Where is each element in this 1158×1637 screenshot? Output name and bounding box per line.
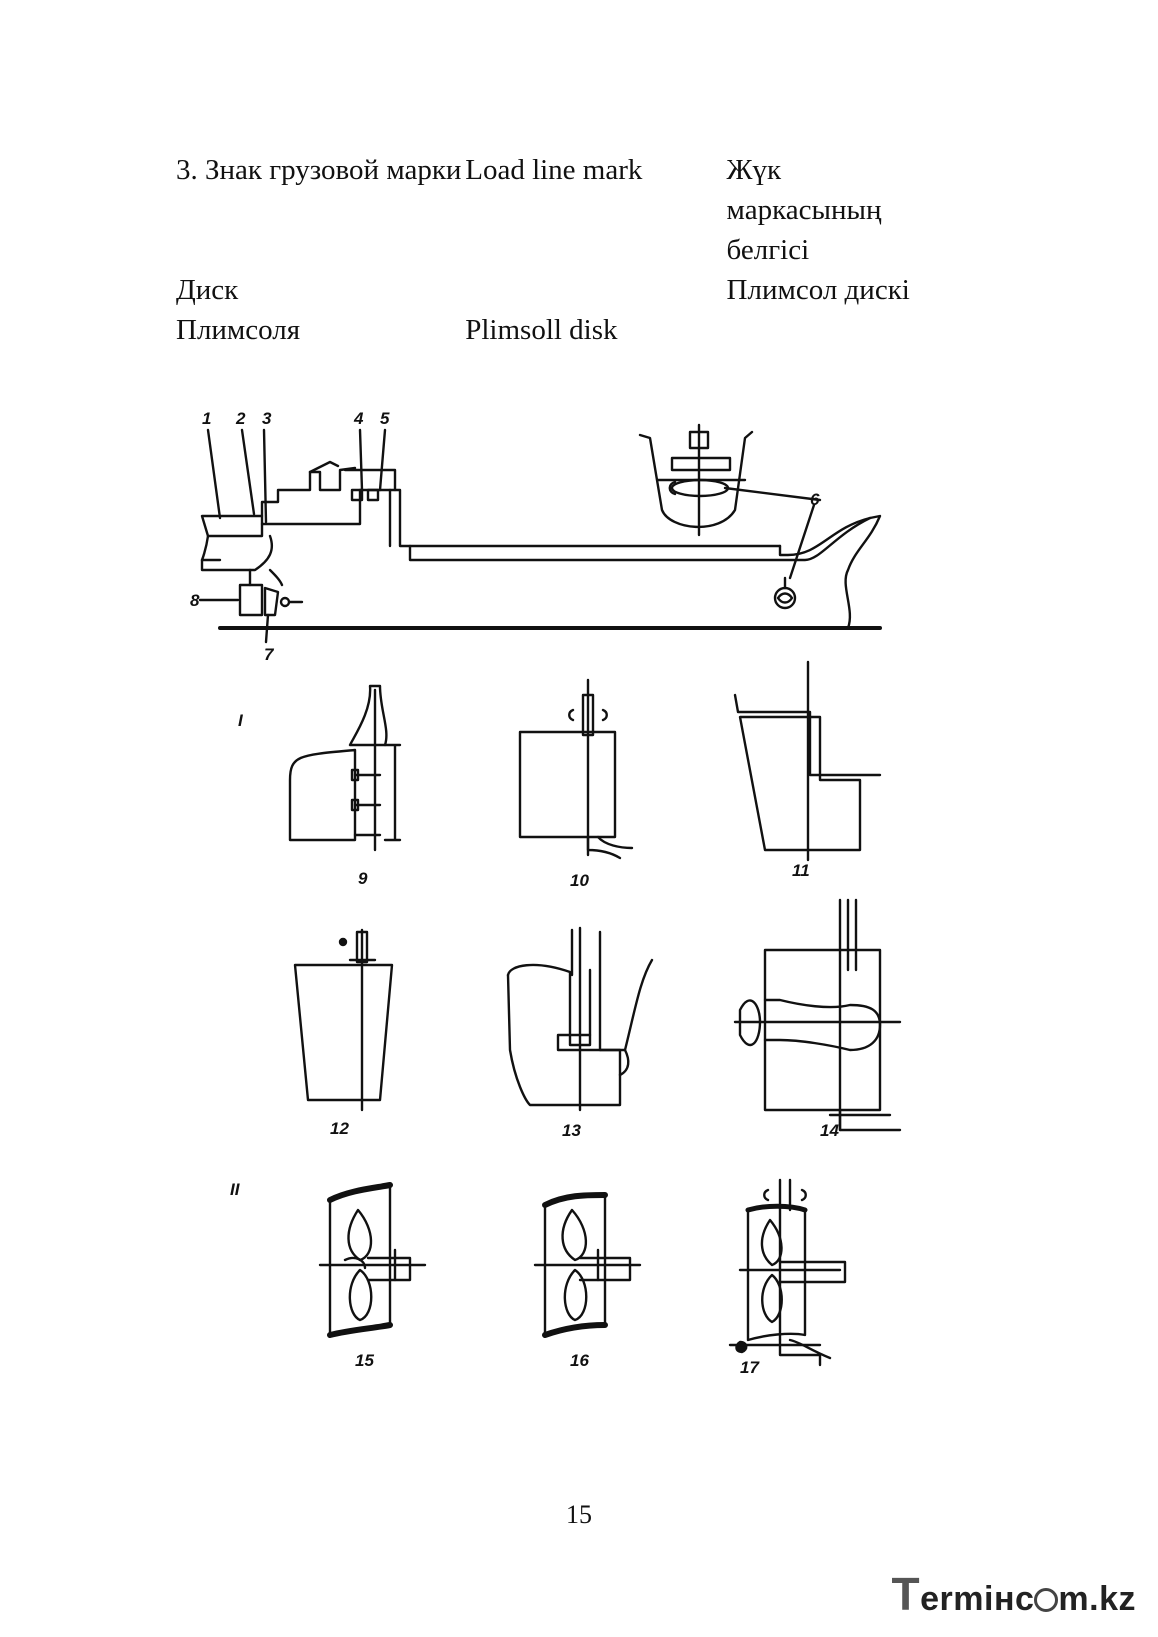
watermark-mid: ermінс [920, 1580, 1035, 1618]
group-label-ii: II [230, 1180, 241, 1199]
watermark-logo: Termінс m.kz [892, 1567, 1136, 1621]
label-4: 4 [353, 410, 364, 428]
label-12: 12 [330, 1119, 349, 1138]
term-russian: 3. Знак грузовой марки [176, 154, 462, 186]
rudder-12-drawing [293, 928, 394, 1112]
rudder-13-drawing [506, 926, 654, 1112]
label-2: 2 [235, 410, 246, 428]
label-10: 10 [570, 871, 589, 890]
page-number: 15 [566, 1500, 592, 1529]
label-11: 11 [792, 861, 810, 880]
label-3: 3 [262, 410, 272, 428]
glossary-entry: 3. Знак грузовой марки Load line mark Жү… [176, 150, 936, 350]
magnifier-icon [1034, 1588, 1059, 1612]
ship-profile-drawing [198, 423, 882, 644]
label-1: 1 [202, 410, 211, 428]
rudder-16-drawing [533, 1192, 642, 1338]
label-14: 14 [820, 1121, 839, 1140]
rudder-9-drawing [288, 684, 402, 852]
term-russian-2-line1: Диск [176, 274, 239, 306]
label-6: 6 [810, 490, 820, 509]
rudder-11-drawing [733, 660, 882, 862]
label-13: 13 [562, 1121, 581, 1140]
label-7: 7 [264, 645, 275, 664]
watermark-domain: m.kz [1058, 1580, 1136, 1618]
term-english-2: Plimsoll disk [465, 270, 726, 350]
label-8: 8 [190, 591, 200, 610]
label-16: 16 [570, 1351, 589, 1370]
term-kazakh: Жүк маркасының белгісі [726, 154, 882, 266]
watermark-t: T [891, 1568, 921, 1620]
label-5: 5 [380, 410, 390, 428]
term-kazakh-2: Плимсол дискі [726, 274, 910, 306]
rudder-10-drawing [518, 678, 634, 860]
term-english: Load line mark [465, 154, 643, 186]
term-russian-2: Диск Плимсоля [176, 270, 465, 350]
label-15: 15 [355, 1351, 374, 1370]
term-russian-2-line2: Плимсоля [176, 314, 301, 346]
rudder-17-drawing [728, 1178, 847, 1367]
rudder-propeller-figure: 1 2 3 4 5 6 7 8 I II 9 10 11 [190, 410, 902, 1377]
label-9: 9 [358, 869, 368, 888]
rudder-15-drawing [318, 1182, 427, 1338]
glossary-row-plimsoll: Диск Плимсоля Plimsoll disk Плимсол диск… [176, 270, 936, 350]
glossary-row-load-line: 3. Знак грузовой марки Load line mark Жү… [176, 150, 936, 270]
label-17: 17 [740, 1358, 760, 1377]
term-english-2-text: Plimsoll disk [465, 314, 618, 346]
group-label-i: I [238, 711, 244, 730]
rudder-14-drawing [733, 898, 902, 1132]
